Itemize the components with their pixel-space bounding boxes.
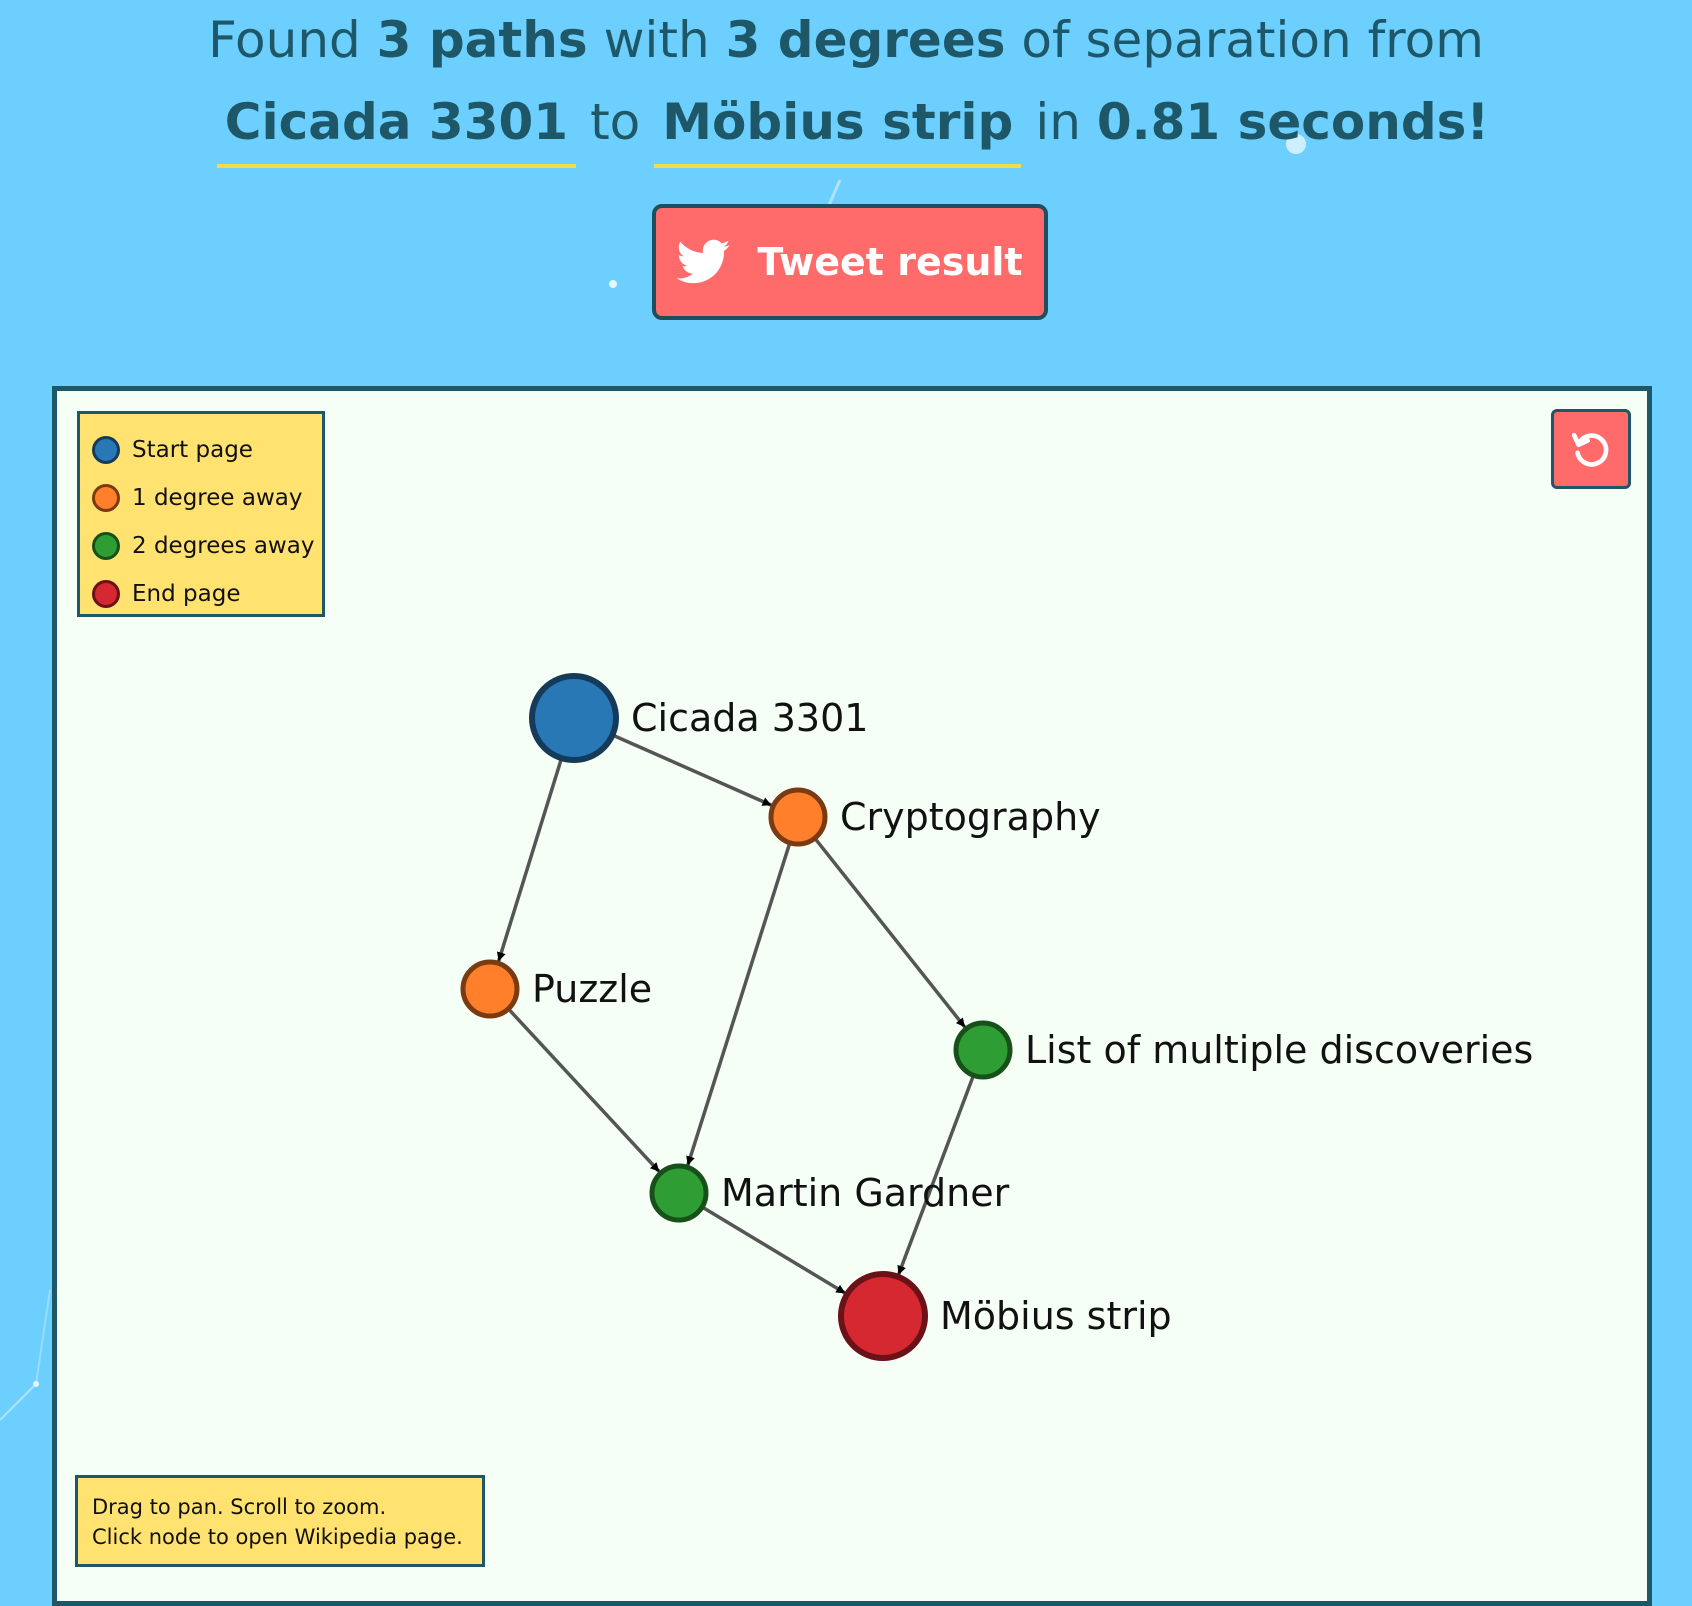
end-page-link[interactable]: Möbius strip — [654, 90, 1022, 168]
node-circle[interactable] — [649, 1163, 709, 1223]
node-label: Möbius strip — [940, 1294, 1172, 1338]
legend: Start page 1 degree away 2 degrees away … — [77, 411, 325, 617]
graph-node-mobius[interactable]: Möbius strip — [838, 1271, 1172, 1361]
edge-multi-to-mobius — [896, 1075, 975, 1276]
start-page-dot-icon — [92, 436, 120, 464]
end-page-dot-icon — [92, 580, 120, 608]
edges-layer — [496, 733, 975, 1295]
node-circle[interactable] — [529, 673, 619, 763]
legend-end: End page — [92, 570, 322, 618]
node-circle[interactable] — [953, 1020, 1013, 1080]
legend-label: End page — [132, 581, 241, 607]
legend-label: 1 degree away — [132, 485, 303, 511]
headline-line-1: Found 3 paths with 3 degrees of separati… — [0, 8, 1692, 72]
reset-graph-button[interactable] — [1551, 409, 1631, 489]
legend-start: Start page — [92, 426, 322, 474]
edge-puzzle-to-gardner — [507, 1008, 661, 1173]
hint-line-2: Click node to open Wikipedia page. — [92, 1525, 463, 1549]
node-circle[interactable] — [838, 1271, 928, 1361]
usage-hint: Drag to pan. Scroll to zoom. Click node … — [75, 1475, 485, 1567]
graph-node-gardner[interactable]: Martin Gardner — [649, 1163, 1010, 1223]
reset-icon — [1571, 432, 1609, 467]
node-circle[interactable] — [768, 787, 828, 847]
legend-label: Start page — [132, 437, 253, 463]
node-label: List of multiple discoveries — [1025, 1028, 1533, 1072]
legend-label: 2 degrees away — [132, 533, 315, 559]
tweet-result-button[interactable]: Tweet result — [652, 204, 1048, 320]
start-page-link[interactable]: Cicada 3301 — [216, 90, 577, 168]
tweet-result-label: Tweet result — [757, 240, 1023, 284]
paths-count: 3 paths — [376, 11, 588, 69]
edge-crypto-to-gardner — [686, 843, 792, 1166]
edge-gardner-to-mobius — [702, 1205, 847, 1295]
graph-node-cicada[interactable]: Cicada 3301 — [529, 673, 868, 763]
node-label: Martin Gardner — [721, 1171, 1010, 1215]
graph-node-crypto[interactable]: Cryptography — [768, 787, 1101, 847]
node-label: Cicada 3301 — [631, 696, 868, 740]
with-text: with — [603, 11, 710, 69]
duration-text: 0.81 seconds! — [1096, 93, 1490, 151]
edge-crypto-to-multi — [814, 837, 967, 1029]
hint-line-1: Drag to pan. Scroll to zoom. — [92, 1495, 387, 1519]
graph-node-puzzle[interactable]: Puzzle — [460, 959, 652, 1019]
degrees-count: 3 degrees — [725, 11, 1006, 69]
degree-1-dot-icon — [92, 484, 120, 512]
node-label: Cryptography — [840, 795, 1101, 839]
to-text: to — [590, 93, 641, 151]
node-label: Puzzle — [532, 967, 652, 1011]
degree-2-dot-icon — [92, 532, 120, 560]
found-text: Found — [208, 11, 361, 69]
legend-degree-1: 1 degree away — [92, 474, 322, 522]
legend-degree-2: 2 degrees away — [92, 522, 322, 570]
in-text: in — [1035, 93, 1081, 151]
edge-cicada-to-crypto — [612, 733, 773, 807]
edge-cicada-to-puzzle — [496, 758, 563, 962]
graph-node-multi[interactable]: List of multiple discoveries — [953, 1020, 1533, 1080]
twitter-bird-icon — [677, 239, 731, 284]
node-circle[interactable] — [460, 959, 520, 1019]
separation-text: of separation from — [1021, 11, 1484, 69]
